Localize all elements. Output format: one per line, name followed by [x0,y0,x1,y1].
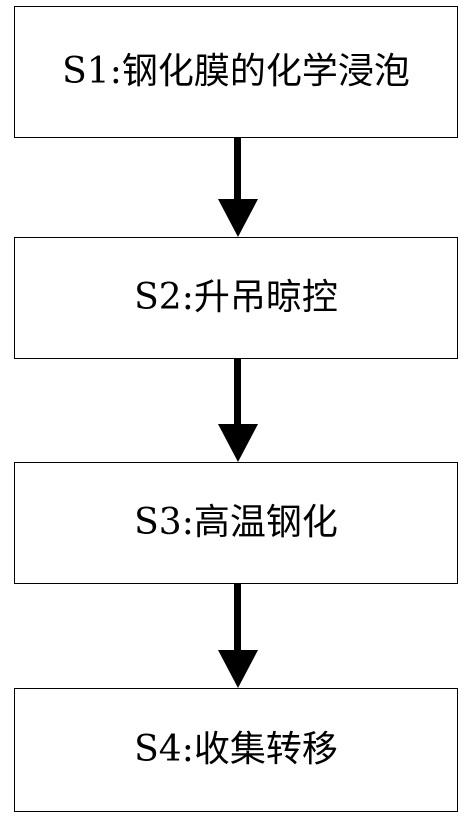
step-box-s2: S2:升吊晾控 [14,237,458,359]
step-label-s4: S4:收集转移 [134,728,338,770]
arrowhead-1 [218,199,258,237]
arrow-shaft-2 [234,359,241,425]
arrow-down-3 [218,584,258,688]
step-label-s3: S3:高温钢化 [134,501,338,543]
arrow-shaft-3 [234,584,241,651]
arrowhead-2 [218,424,258,462]
step-box-s3: S3:高温钢化 [14,462,458,584]
arrow-down-1 [218,138,258,237]
step-label-s2: S2:升吊晾控 [134,276,338,318]
step-label-s1: S1:钢化膜的化学浸泡 [62,50,410,92]
arrowhead-3 [218,650,258,688]
step-box-s1: S1:钢化膜的化学浸泡 [14,6,458,138]
step-box-s4: S4:收集转移 [14,688,458,812]
arrow-down-2 [218,359,258,462]
arrow-shaft-1 [234,138,241,200]
